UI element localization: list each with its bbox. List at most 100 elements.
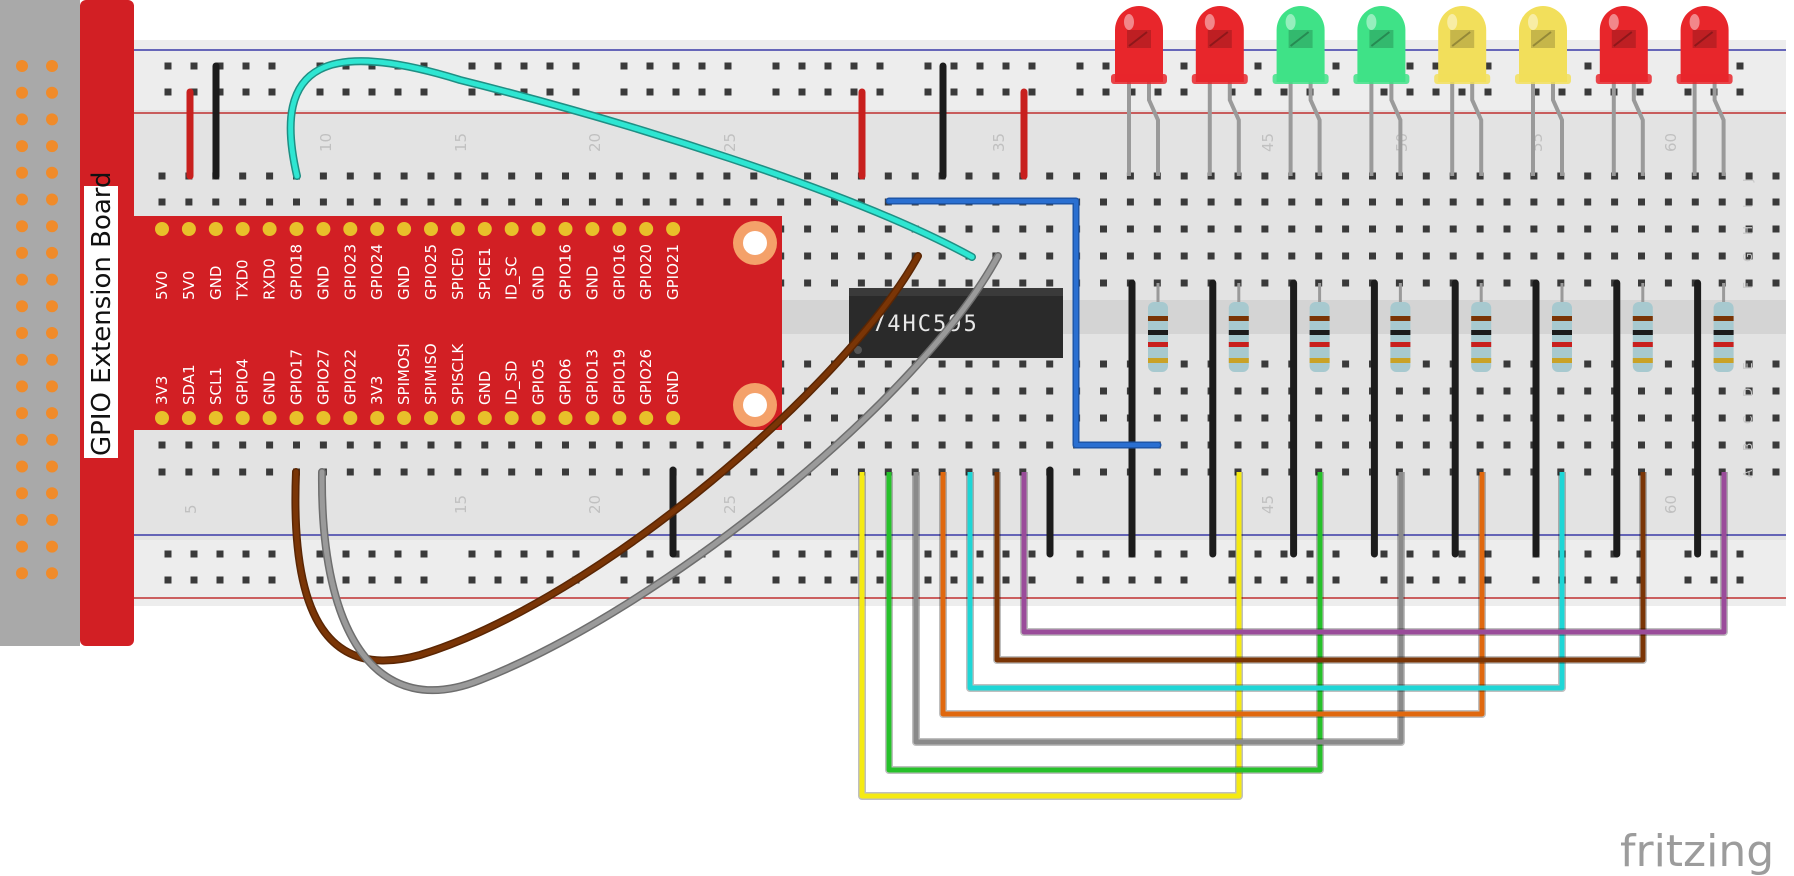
breadboard-hole — [1180, 279, 1188, 287]
breadboard-hole — [777, 198, 785, 206]
breadboard-hole — [1584, 360, 1592, 368]
breadboard-hole — [992, 387, 1000, 395]
breadboard-hole — [293, 198, 300, 206]
resistor — [1713, 283, 1734, 372]
breadboard-hole — [1207, 252, 1215, 260]
breadboard-hole — [723, 198, 731, 206]
pin-label-bottom: GND — [261, 371, 279, 405]
breadboard-hole — [1422, 172, 1430, 180]
breadboard-hole — [535, 198, 543, 206]
breadboard-hole — [588, 198, 596, 206]
extension-pin — [208, 411, 223, 425]
breadboard-hole — [508, 198, 516, 206]
col-num-top-55: 55 — [1528, 133, 1546, 152]
col-num-top-35: 35 — [990, 133, 1008, 152]
rail-hole — [924, 62, 932, 70]
breadboard-hole — [1772, 172, 1780, 180]
rail-hole — [950, 576, 958, 584]
rail-hole — [1154, 88, 1162, 96]
extension-pin — [208, 222, 223, 236]
pi-header-pins — [16, 60, 58, 580]
breadboard-hole — [266, 198, 274, 206]
breadboard-hole — [293, 441, 300, 449]
breadboard-hole — [454, 198, 462, 206]
breadboard-hole — [346, 441, 354, 449]
breadboard-hole — [158, 172, 166, 180]
breadboard-hole — [185, 441, 193, 449]
rail-hole — [572, 62, 580, 70]
breadboard-hole — [750, 172, 758, 180]
breadboard-hole — [1664, 468, 1672, 476]
breadboard-hole — [965, 279, 973, 287]
rail-hole — [1684, 88, 1692, 96]
rail-hole — [1028, 550, 1036, 558]
rail-hole — [572, 88, 580, 96]
breadboard-hole — [1476, 198, 1484, 206]
breadboard-hole — [1745, 387, 1753, 395]
pin-label-bottom: ID_SD — [503, 360, 522, 405]
breadboard-hole — [965, 441, 973, 449]
breadboard-hole — [1046, 441, 1054, 449]
breadboard-hole — [1422, 387, 1430, 395]
row-letter-e: E — [1741, 362, 1755, 370]
breadboard-hole — [696, 441, 704, 449]
breadboard-hole — [884, 441, 892, 449]
extension-pin — [450, 411, 465, 425]
rail-hole — [546, 550, 554, 558]
pin-label-bottom: GPIO26 — [637, 349, 655, 405]
extension-pin — [262, 222, 277, 236]
breadboard-hole — [696, 172, 704, 180]
breadboard-hole — [239, 441, 247, 449]
breadboard-hole — [562, 198, 569, 206]
rail-hole — [646, 576, 654, 584]
rail-hole — [468, 576, 476, 584]
extension-pin — [639, 411, 654, 425]
rail-hole — [190, 550, 198, 558]
rail-hole — [1254, 88, 1262, 96]
breadboard-hole — [1046, 387, 1054, 395]
breadboard-hole — [1100, 360, 1107, 368]
extension-pin — [666, 222, 681, 236]
breadboard-hole — [1019, 414, 1027, 422]
breadboard-hole — [1584, 172, 1592, 180]
extension-pin — [289, 411, 304, 425]
rail-hole — [1380, 550, 1388, 558]
breadboard-hole — [588, 468, 596, 476]
rail-hole — [342, 550, 350, 558]
breadboard-hole — [1234, 252, 1242, 260]
breadboard-hole — [1691, 225, 1699, 233]
pin-label-bottom: GND — [664, 371, 682, 405]
pin-label-top: SPICE1 — [476, 248, 494, 301]
rail-hole — [698, 88, 706, 96]
header-pin — [16, 433, 28, 446]
breadboard-hole — [373, 441, 381, 449]
breadboard-hole — [1180, 387, 1188, 395]
resistors — [1128, 279, 1734, 558]
header-pin — [46, 220, 58, 233]
rail-hole — [494, 576, 502, 584]
rail-hole — [798, 62, 806, 70]
breadboard-hole — [857, 360, 865, 368]
breadboard-hole — [1638, 225, 1645, 233]
rail-hole — [546, 88, 554, 96]
header-pin — [46, 487, 58, 500]
breadboard-hole — [1772, 441, 1780, 449]
rail-hole — [1332, 576, 1340, 584]
breadboard-hole — [1046, 172, 1054, 180]
header-pin — [46, 166, 58, 179]
extension-board-title: GPIO Extension Board — [87, 171, 117, 456]
breadboard-hole — [1019, 279, 1027, 287]
pin-label-top: 5V0 — [180, 271, 198, 300]
breadboard-hole — [1557, 225, 1565, 233]
rail-hole — [924, 88, 932, 96]
rail-hole — [672, 88, 680, 96]
rail-hole — [216, 576, 224, 584]
breadboard-hole — [1315, 225, 1323, 233]
header-pin — [16, 460, 28, 473]
brown-wire — [994, 472, 1646, 663]
column-numbers: 10 15 20 25 35 45 50 55 60 5 15 20 25 45… — [182, 133, 1680, 514]
rail-hole — [1432, 62, 1440, 70]
rail-hole — [190, 88, 198, 96]
rail-hole — [1584, 576, 1592, 584]
breadboard-hole — [1664, 225, 1672, 233]
